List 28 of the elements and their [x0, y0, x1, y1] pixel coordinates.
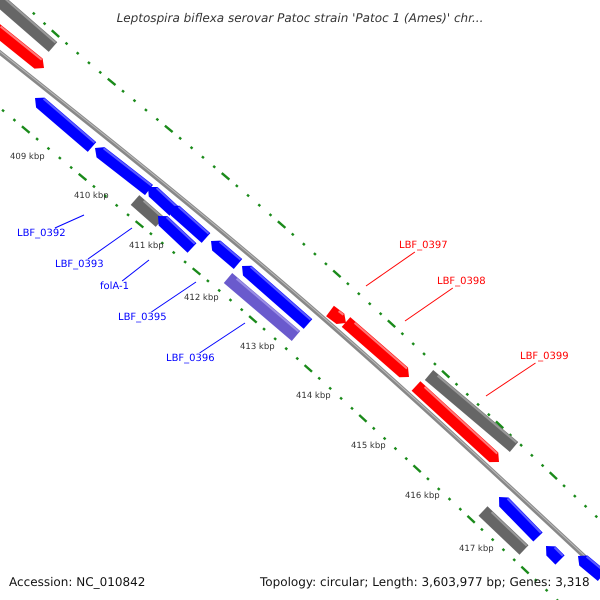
tick-label: 409 kbp [10, 153, 45, 162]
gene-label: LBF_0398 [437, 276, 486, 288]
leader-line [122, 260, 150, 282]
tick-label: 414 kbp [296, 392, 331, 400]
tick-label: 417 kbp [459, 545, 494, 554]
leader-line [150, 282, 196, 312]
leader-line [366, 252, 416, 286]
tick-label: 412 kbp [184, 294, 219, 302]
gene-label: LBF_0397 [399, 240, 448, 252]
leader-line [54, 214, 84, 228]
tick-label: 411 kbp [129, 242, 164, 250]
footer-text: Accession: NC_010842 [9, 576, 146, 588]
tick-label: 410 kbp [74, 192, 109, 200]
gene-label: LBF_0399 [520, 351, 569, 363]
title: Leptospira biflexa serovar Patoc strain 'Patoc 1 (Ames)' chr... [116, 12, 484, 24]
gene-label: LBF_0396 [166, 353, 215, 365]
gene-label: LBF_0395 [118, 312, 167, 324]
footer-text: Topology: circular; Length: 3,603,977 bp; Genes: 3,318 [260, 576, 590, 588]
gene-label: LBF_0392 [17, 228, 66, 240]
tick-label: 416 kbp [405, 492, 440, 500]
leader-line [486, 362, 536, 396]
gene-label: LBF_0393 [55, 259, 104, 271]
tick-label: 415 kbp [351, 442, 386, 450]
gene-label: folA-1 [100, 281, 130, 293]
leader-line [88, 228, 132, 260]
leader-line [404, 288, 454, 322]
tick-label: 413 kbp [240, 343, 275, 352]
leader-line [199, 322, 246, 354]
